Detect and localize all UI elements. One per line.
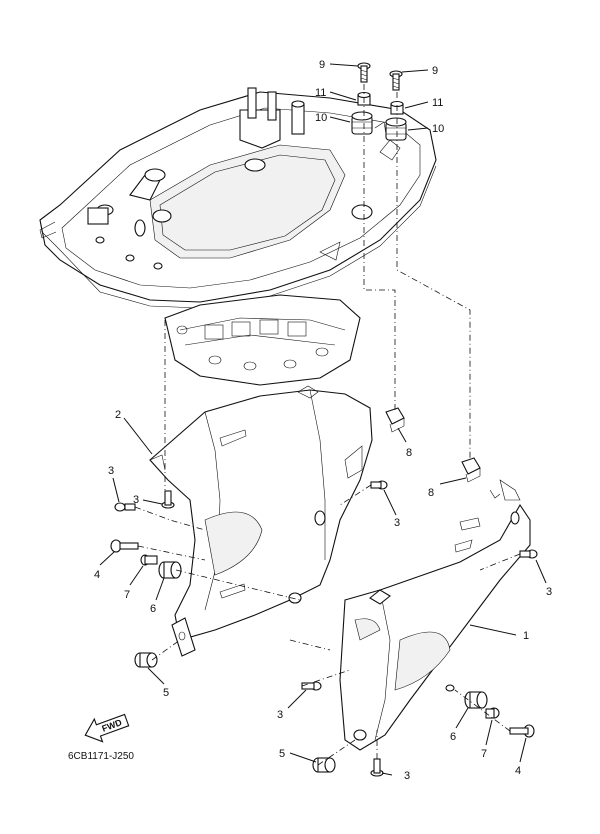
clip-8-upper	[385, 407, 405, 433]
grommet-10-left	[351, 111, 373, 135]
callout-8-upper: 8	[406, 447, 412, 459]
callout-7-right: 7	[481, 748, 487, 760]
callout-5-left: 5	[163, 687, 169, 699]
assembly-lines	[134, 84, 521, 766]
callout-1: 1	[523, 630, 529, 642]
callout-3-a: 3	[108, 465, 114, 477]
screw-3-b	[161, 490, 175, 509]
screw-3-a	[114, 502, 136, 512]
grommet-5-left	[134, 652, 158, 668]
apron-port	[149, 385, 373, 657]
callout-4-left: 4	[94, 569, 100, 581]
callout-9-right: 9	[432, 65, 438, 77]
callout-6-left: 6	[150, 603, 156, 615]
leader-lines	[99, 63, 547, 776]
clip-8-lower	[461, 457, 481, 483]
callout-2: 2	[115, 409, 121, 421]
screw-3-c	[370, 480, 388, 490]
callout-3-e: 3	[277, 709, 283, 721]
callout-3-b: 3	[133, 494, 139, 506]
callout-3-c: 3	[394, 517, 400, 529]
screw-3-f	[370, 758, 384, 777]
callout-4-right: 4	[515, 765, 521, 777]
callout-3-d: 3	[546, 586, 552, 598]
callout-10-right: 10	[432, 123, 444, 135]
screw-3-e	[301, 681, 322, 691]
callout-5-right: 5	[279, 748, 285, 760]
callout-11-right: 11	[432, 97, 443, 109]
collar-7-right	[485, 707, 500, 719]
fwd-arrow-icon: FWD	[84, 713, 130, 743]
callout-8-lower: 8	[428, 487, 434, 499]
apron-starboard	[339, 479, 531, 751]
engine-lower-block	[164, 294, 361, 386]
callout-6-right: 6	[450, 731, 456, 743]
bolt-9-right	[389, 70, 403, 91]
callout-10-left: 10	[315, 112, 327, 124]
drawing-code: 6CB1171-J250	[68, 751, 134, 762]
bolt-4-right	[509, 724, 535, 738]
screw-3-d	[519, 549, 538, 559]
grommet-10-right	[385, 117, 407, 141]
callout-3-f: 3	[404, 770, 410, 782]
grommet-6-right	[464, 691, 488, 709]
bolt-9-left	[357, 62, 371, 83]
callout-labels: 9 9 11 11 10 10 2 8 8 3 3 3 3 3 3 4 4 7 …	[94, 59, 552, 782]
bottom-cowling-frame	[39, 87, 437, 309]
grommet-5-right	[312, 757, 336, 773]
callout-9-left: 9	[319, 59, 325, 71]
callout-11-left: 11	[315, 87, 326, 99]
collar-7-left	[140, 554, 158, 566]
bolt-4-left	[110, 539, 139, 553]
callout-7-left: 7	[124, 589, 130, 601]
